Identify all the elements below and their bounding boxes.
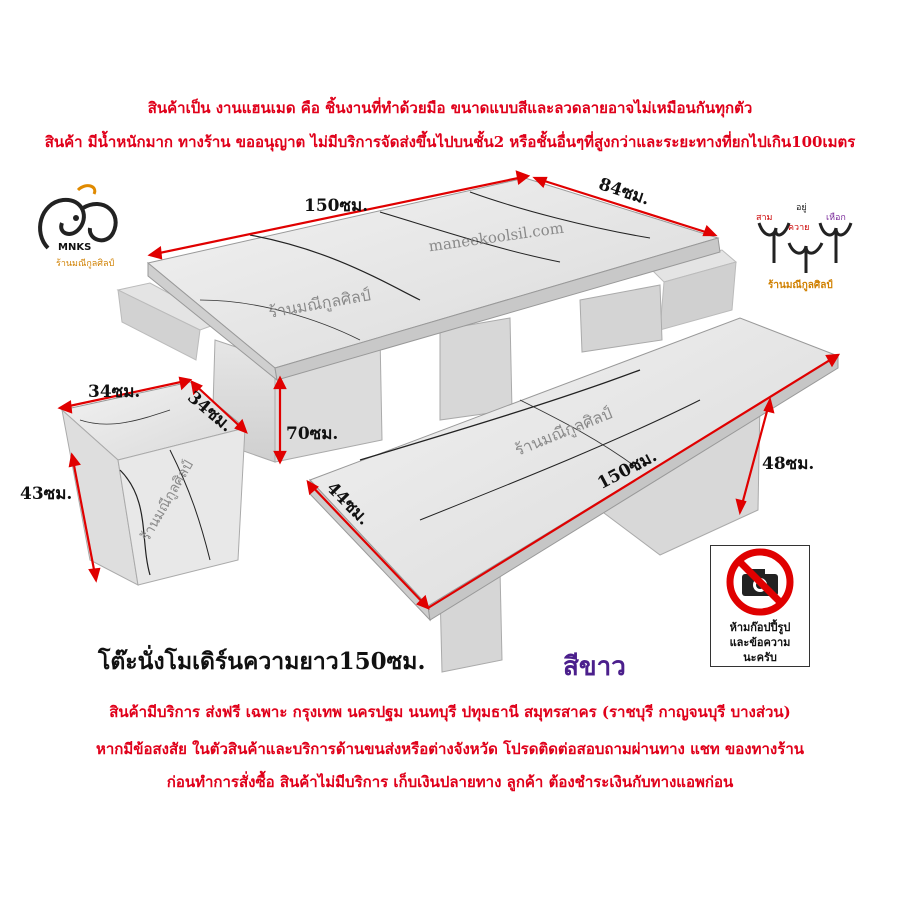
notice-handmade: สินค้าเป็น งานแฮนเมด คือ ชิ้นงานที่ทำด้ว… — [147, 99, 753, 117]
table-top — [146, 177, 721, 382]
service-payment: ก่อนทำการสั่งซื้อ สินค้าไม่มีบริการ เก็บ… — [166, 773, 734, 791]
logo-word-2: อยู่ — [796, 203, 807, 213]
logo-word-3: ควาย — [788, 223, 810, 233]
shop-logo-right: สาม อยู่ ควาย เหือก ร้านมณีกูลศิลป์ — [754, 198, 854, 298]
buffalo-logo-icon — [757, 222, 853, 273]
logo-word-1: สาม — [756, 213, 773, 223]
table-legs — [211, 284, 663, 463]
no-camera-icon — [726, 548, 794, 616]
elephant-logo-icon — [38, 184, 118, 250]
logo-abbr: MNKS — [58, 242, 92, 253]
stool-width-label: 34ซม. — [88, 382, 141, 402]
logo-right-name: ร้านมณีกูลศิลป์ — [768, 280, 833, 291]
logo-word-4: เหือก — [826, 213, 846, 223]
bench-height-label: 48ซม. — [762, 454, 815, 474]
sign-line-2: และข้อความ — [729, 636, 791, 649]
sign-line-1: ห้ามก๊อปปี้รูป — [729, 621, 791, 634]
table-length-label: 150ซม. — [304, 196, 369, 216]
dimension-arrows — [57, 170, 841, 610]
service-contact: หากมีข้อสงสัย ในตัวสินค้าและบริการด้านขน… — [95, 740, 804, 758]
stool-height-label: 43ซม. — [20, 484, 73, 504]
stool — [60, 381, 247, 586]
color-label: สีขาว — [563, 652, 626, 682]
logo-left-name: ร้านมณีกูลศิลป์ — [56, 259, 115, 269]
back-bench-right — [649, 249, 738, 331]
product-title: โต๊ะนั่งโมเดิร์นความยาว150ซม. — [98, 648, 426, 675]
sign-line-3: นะครับ — [743, 651, 777, 664]
notice-delivery-limit: สินค้า มีน้ำหนักมาก ทางร้าน ขออนุญาต ไม่… — [44, 133, 856, 151]
back-bench — [116, 282, 224, 361]
table-height-label: 70ซม. — [286, 424, 339, 444]
no-copy-sign: ห้ามก๊อปปี้รูป และข้อความ นะครับ — [710, 545, 810, 667]
service-free-delivery: สินค้ามีบริการ ส่งฟรี เฉพาะ กรุงเทพ นครป… — [109, 703, 791, 721]
shop-logo-left: MNKS ร้านมณีกูลศิลป์ — [28, 178, 128, 278]
